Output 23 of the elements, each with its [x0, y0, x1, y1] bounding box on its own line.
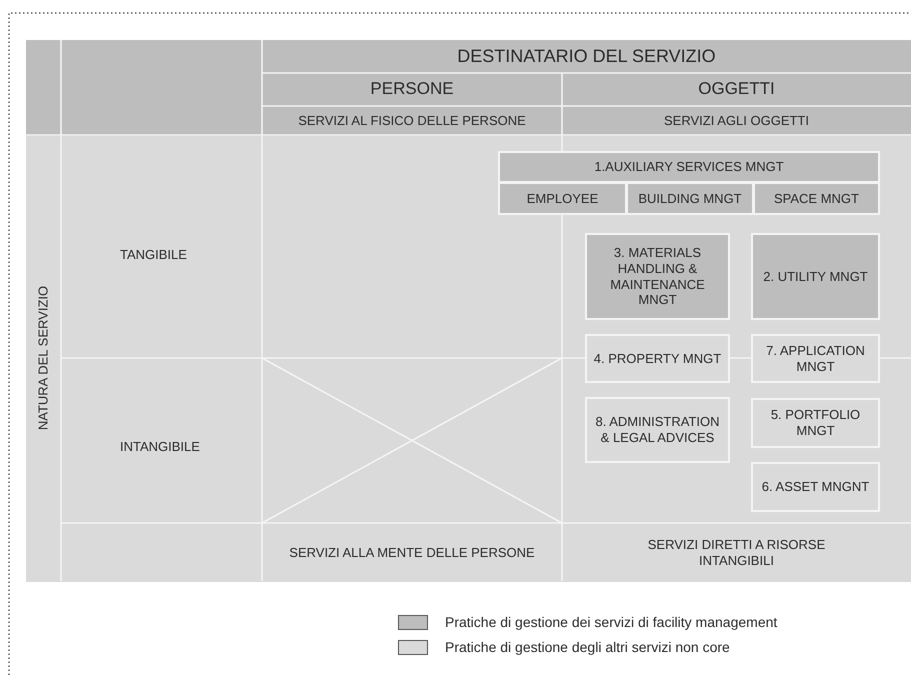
column-header: OGGETTI	[698, 79, 775, 100]
service-box: EMPLOYEE	[498, 182, 627, 215]
service-box: 3. MATERIALS HANDLING & MAINTENANCE MNGT	[585, 233, 730, 320]
column-footer: SERVIZI ALLA MENTE DELLE PERSONE	[289, 544, 535, 560]
service-box: BUILDING MNGT	[626, 182, 754, 215]
legend-text: Pratiche di gestione dei servizi di facility management	[445, 614, 778, 630]
row-axis-title: NATURA DEL SERVIZIO	[36, 286, 50, 430]
service-box: 1.AUXILIARY SERVICES MNGT	[498, 151, 880, 183]
service-box: SPACE MNGT	[753, 182, 880, 215]
service-box: 2. UTILITY MNGT	[751, 233, 880, 320]
column-header: PERSONE	[370, 79, 454, 100]
column-subheader: SERVIZI AL FISICO DELLE PERSONE	[298, 112, 526, 128]
row-header: INTANGIBILE	[120, 439, 200, 455]
service-box: 7. APPLICATION MNGT	[751, 334, 880, 383]
column-group-header: DESTINATARIO DEL SERVIZIO	[457, 46, 716, 68]
row-header: TANGIBILE	[120, 247, 187, 263]
service-box: 6. ASSET MNGNT	[751, 462, 880, 512]
legend-text: Pratiche di gestione degli altri servizi non core	[445, 639, 730, 655]
service-box: 8. ADMINISTRATION & LEGAL ADVICES	[585, 397, 730, 463]
column-subheader: SERVIZI AGLI OGGETTI	[664, 112, 809, 128]
service-box: 4. PROPERTY MNGT	[585, 334, 730, 383]
service-box: 5. PORTFOLIO MNGT	[751, 398, 880, 448]
column-footer: SERVIZI DIRETTI A RISORSE INTANGIBILI	[622, 536, 852, 568]
